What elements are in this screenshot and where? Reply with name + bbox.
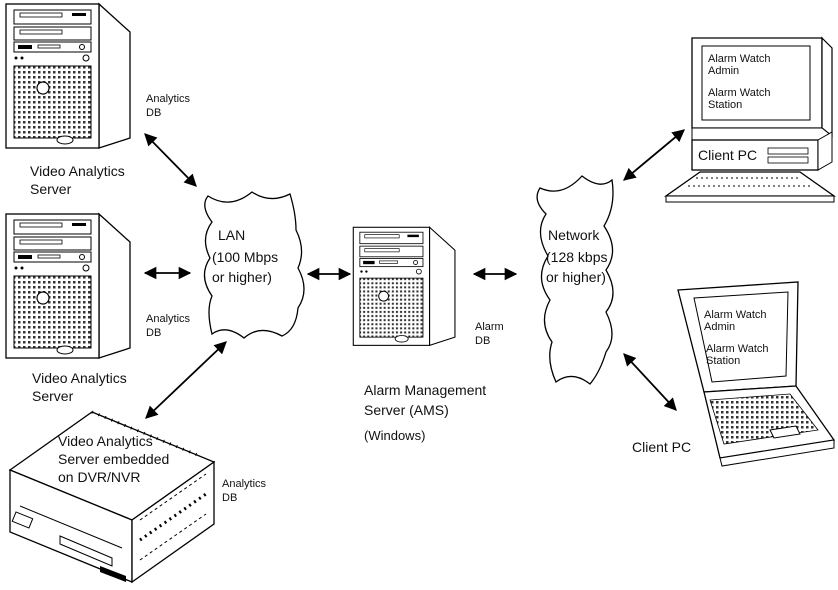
video-analytics-server-tower-top — [5, 3, 131, 149]
lan-label-line2: (100 Mbps — [212, 249, 278, 265]
arrow-top-server-lan — [144, 133, 197, 187]
arrow-network-laptop — [623, 353, 677, 411]
desktop-screen-line2: Admin — [708, 65, 739, 77]
ams-db-label-line2: DB — [475, 335, 490, 347]
network-label-line1: Network — [548, 227, 600, 243]
arrow-network-desktop — [623, 129, 685, 181]
dvr-name-line1: Video Analytics — [58, 433, 153, 449]
desktop-client-label: Client PC — [698, 147, 757, 163]
middle-server-db-label-line2: DB — [146, 327, 161, 339]
laptop-client-pc — [677, 281, 836, 467]
dvr-nvr-device — [8, 410, 216, 584]
laptop-screen-line3: Alarm Watch — [706, 343, 769, 355]
desktop-screen-line1: Alarm Watch — [708, 53, 771, 65]
lan-label-line1: LAN — [218, 227, 245, 243]
video-analytics-server-tower-middle — [5, 213, 131, 359]
laptop-client-label: Client PC — [632, 439, 691, 455]
top-server-db-label-line2: DB — [146, 107, 161, 119]
network-label-line3: or higher) — [546, 269, 606, 285]
ams-name-line1: Alarm Management — [364, 382, 486, 398]
network-label-line2: (128 kbps — [546, 249, 607, 265]
network-cloud — [536, 175, 614, 385]
laptop-screen-line2: Admin — [704, 321, 735, 333]
top-server-name-line2: Server — [30, 181, 72, 197]
dvr-name-line3: on DVR/NVR — [58, 469, 140, 485]
desktop-screen-line4: Station — [708, 99, 742, 111]
arrow-dvr-lan — [145, 341, 227, 419]
ams-os-label: (Windows) — [364, 428, 425, 443]
lan-label-line3: or higher) — [212, 269, 272, 285]
alarm-management-server-tower — [352, 226, 456, 346]
ams-name-line2: Server (AMS) — [364, 402, 449, 418]
middle-server-name-line1: Video Analytics — [32, 370, 127, 386]
top-server-db-label-line1: Analytics — [146, 93, 191, 105]
laptop-screen-line4: Station — [706, 355, 740, 367]
dvr-db-label-line1: Analytics — [222, 478, 267, 490]
dvr-name-line2: Server embedded — [58, 451, 169, 467]
dvr-db-label-line2: DB — [222, 492, 237, 504]
middle-server-name-line2: Server — [32, 388, 74, 404]
desktop-client-pc — [663, 36, 837, 203]
ams-db-label-line1: Alarm — [475, 321, 504, 333]
laptop-screen-line1: Alarm Watch — [704, 309, 767, 321]
middle-server-db-label-line1: Analytics — [146, 313, 191, 325]
top-server-name-line1: Video Analytics — [30, 163, 125, 179]
desktop-screen-line3: Alarm Watch — [708, 87, 771, 99]
lan-cloud — [203, 191, 305, 339]
